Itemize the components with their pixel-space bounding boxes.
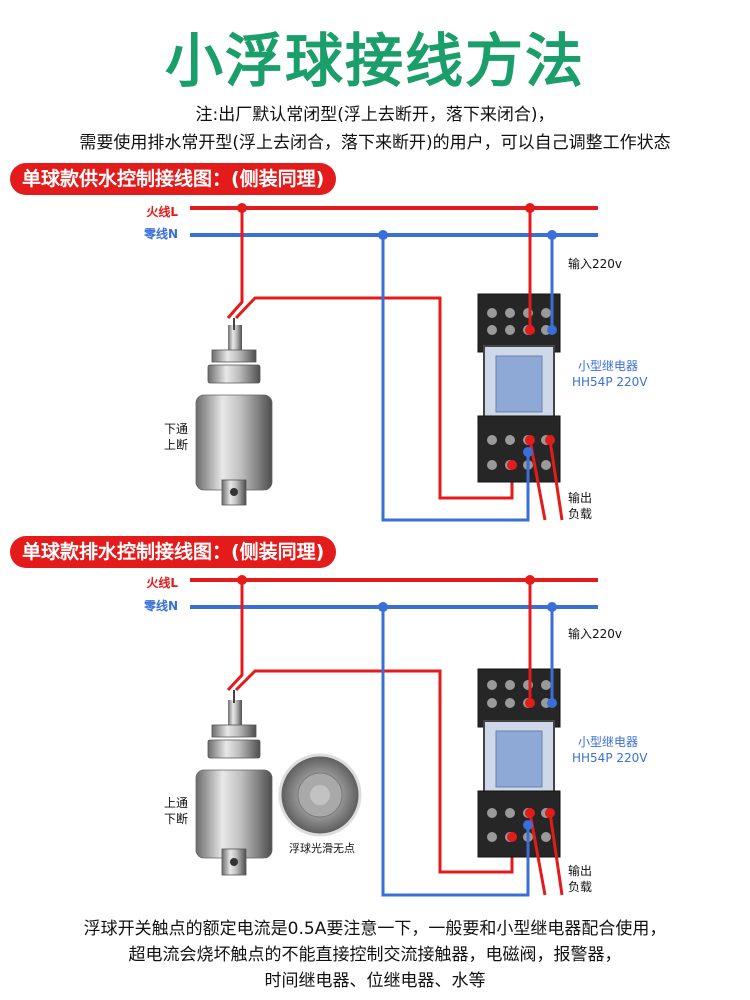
relay-name: 小型继电器 [578, 735, 638, 749]
live-wire-label: 火线L [146, 575, 178, 590]
inset-caption: 浮球光滑无点 [289, 841, 355, 855]
neutral-wire-label: 零线N [143, 226, 178, 241]
float-state-line-1: 上通 [164, 796, 188, 810]
output-label-line-2: 负载 [568, 880, 592, 894]
output-label-line-1: 输出 [568, 863, 592, 878]
page-title: 小浮球接线方法 [164, 27, 585, 95]
input-label: 输入220v [568, 626, 622, 641]
float-switch [195, 700, 273, 876]
relay-name: 小型继电器 [578, 359, 638, 373]
footer-line-3: 时间继电器、位继电器、水等 [264, 971, 486, 991]
float-state-line-2: 上断 [164, 437, 188, 452]
section2-heading: 单球款排水控制接线图：(侧装同理) [10, 536, 337, 568]
live-wire-label: 火线L [146, 204, 178, 219]
output-label-line-2: 负载 [568, 507, 592, 521]
note-line-2: 需要使用排水常开型(浮上去闭合，落下来断开)的用户，可以自己调整工作状态 [79, 133, 671, 153]
drain-wiring-diagram: 火线L 零线N 输入220v 小型继电器 HH54P 220V 上通 下断 输出… [143, 575, 648, 897]
float-state-line-1: 下通 [164, 422, 188, 436]
output-label-line-1: 输出 [568, 490, 592, 505]
float-surface-inset [278, 753, 362, 837]
supply-wiring-diagram: 火线L 零线N 输入220v 小型继电器 HH54P 220V 下通 上断 输出… [143, 203, 648, 522]
footer-line-1: 浮球开关触点的额定电流是0.5A要注意一下，一般要和小型继电器配合使用， [83, 919, 667, 939]
relay [477, 293, 561, 483]
note-line-1: 注:出厂默认常闭型(浮上去断开，落下来闭合)， [195, 105, 555, 125]
relay [477, 668, 561, 858]
relay-model: HH54P 220V [572, 751, 648, 765]
section1-heading: 单球款供水控制接线图：(侧装同理) [10, 163, 337, 195]
footer-line-2: 超电流会烧坏触点的不能直接控制交流接触器，电磁阀，报警器， [128, 945, 622, 965]
relay-model: HH54P 220V [572, 375, 648, 389]
float-switch [195, 325, 273, 506]
float-state-line-2: 下断 [164, 811, 188, 826]
neutral-wire-label: 零线N [143, 598, 178, 613]
input-label: 输入220v [568, 256, 622, 271]
